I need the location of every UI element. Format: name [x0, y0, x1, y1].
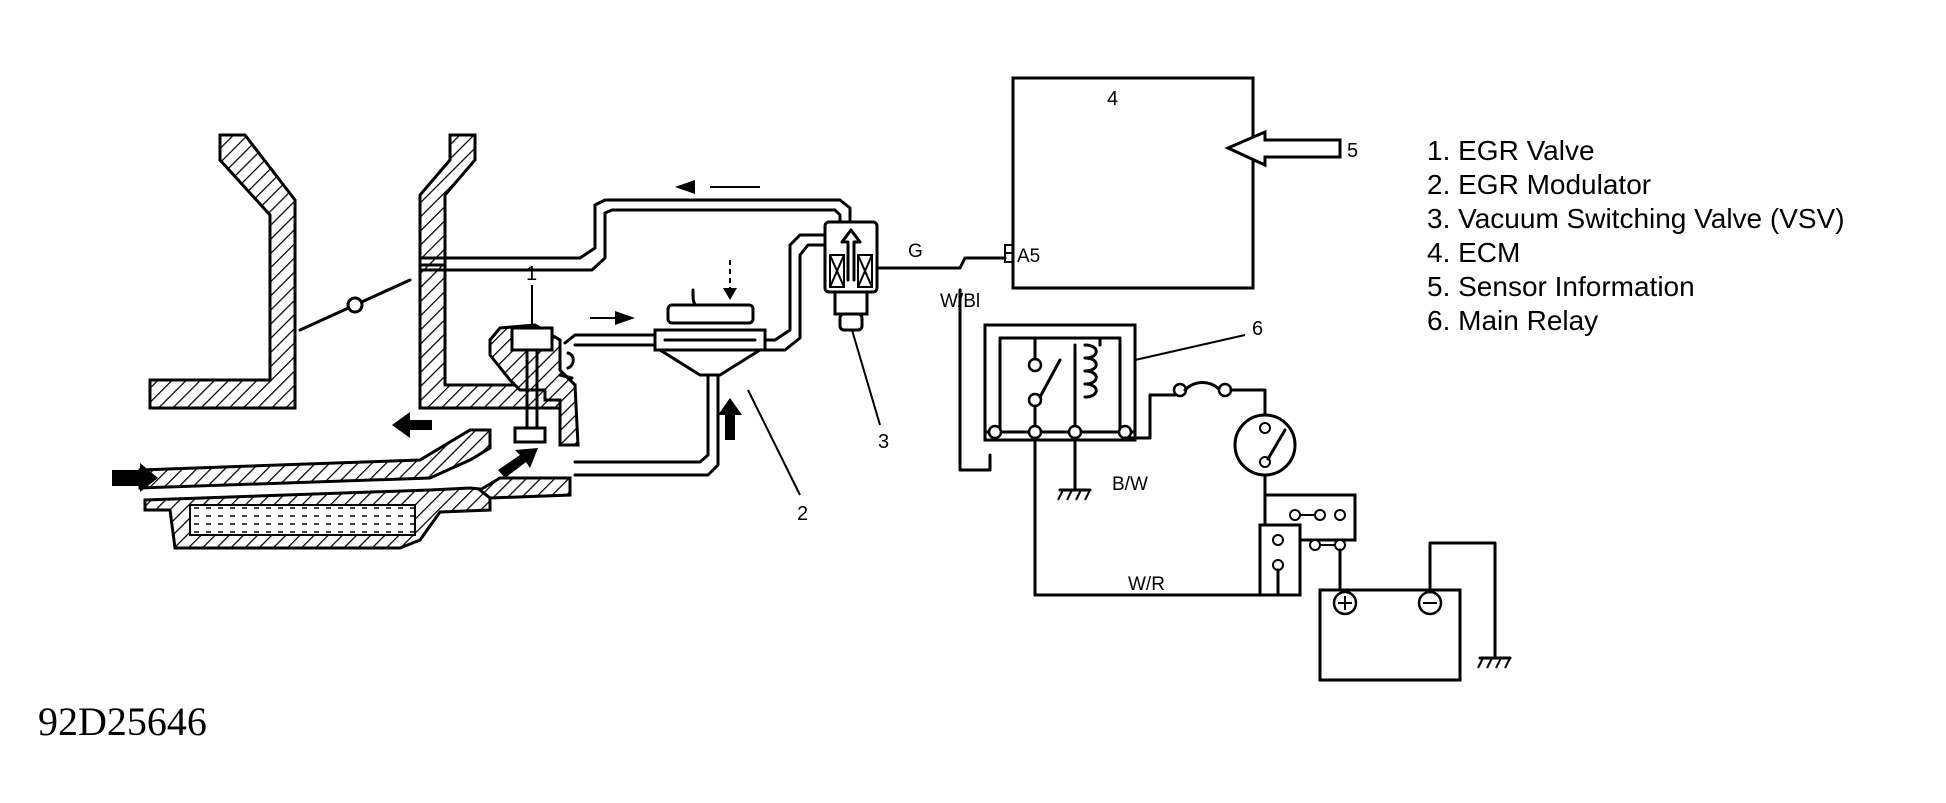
label-egr-valve: 1: [526, 263, 537, 285]
leader-3: [851, 329, 881, 426]
exhaust-pipe: [112, 412, 572, 550]
label-sensor-info: 5: [1347, 140, 1358, 162]
egr-flow-arrow-left: [392, 412, 432, 438]
legend-item: 4. ECM: [1427, 237, 1520, 268]
vacuum-switching-valve: [823, 220, 879, 332]
label-main-relay: 6: [1252, 318, 1263, 340]
leader-2: [747, 389, 801, 496]
exhaust-in-arrow: [112, 463, 158, 492]
wire-label-bw: B/W: [1112, 474, 1148, 495]
label-ecm: 4: [1107, 88, 1118, 110]
egr-flow-arrow-diag: [498, 448, 538, 478]
label-egr-modulator: 2: [797, 503, 808, 525]
wire-label-g: G: [908, 241, 923, 262]
throttle-shaft: [346, 296, 364, 314]
egr-valve: [488, 323, 580, 447]
vacuum-flow-arrow-mid: [615, 311, 635, 325]
label-vsv: 3: [878, 431, 889, 453]
legend: 1. EGR Valve 2. EGR Modulator 3. Vacuum …: [1427, 135, 1845, 336]
legend-item: 6. Main Relay: [1427, 305, 1598, 336]
wire-label-wbl: W/Bl: [940, 291, 980, 312]
legend-item: 2. EGR Modulator: [1427, 169, 1651, 200]
egr-modulator: [653, 260, 767, 440]
vacuum-hoses: [418, 180, 852, 477]
atmosphere-arrow: [718, 398, 742, 440]
wire-label-wr: W/R: [1128, 574, 1165, 595]
ecm: [1004, 76, 1342, 290]
figure-id: 92D25646: [38, 699, 207, 744]
legend-item: 3. Vacuum Switching Valve (VSV): [1427, 203, 1845, 234]
sensor-input-arrow: [1224, 129, 1342, 168]
legend-item: 5. Sensor Information: [1427, 271, 1695, 302]
vacuum-flow-arrow-top: [675, 180, 695, 194]
wiring: [875, 256, 1512, 682]
pin-label-a5: A5: [1017, 246, 1040, 267]
catalyst-bed: [189, 504, 416, 536]
legend-item: 1. EGR Valve: [1427, 135, 1595, 166]
